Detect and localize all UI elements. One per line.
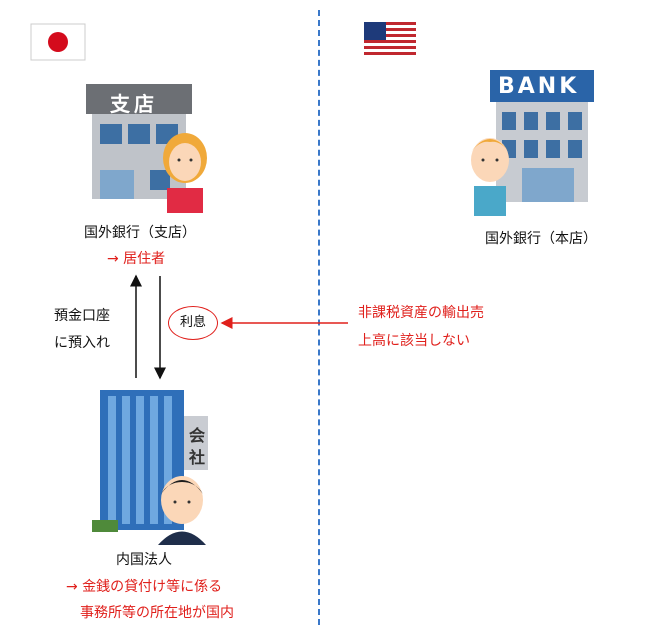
male-banker-icon xyxy=(471,138,509,216)
company-note-line1: → 金銭の貸付け等に係る xyxy=(66,579,223,595)
company-sign-char-1: 会 xyxy=(189,426,206,445)
us-note-line2: 上高に該当しない xyxy=(358,333,470,349)
company-label: 内国法人 xyxy=(116,552,172,568)
deposit-label-line2: に預入れ xyxy=(54,335,110,351)
bank-label: 国外銀行（本店） xyxy=(485,231,597,247)
branch-sign-text: 支店 xyxy=(110,92,158,116)
interest-oval: 利息 xyxy=(168,306,218,340)
interest-label: 利息 xyxy=(179,315,206,330)
country-divider xyxy=(318,10,320,625)
woman-banker-icon xyxy=(163,133,207,213)
bank-building-icon xyxy=(490,70,594,202)
branch-status: → 居住者 xyxy=(107,251,166,267)
company-sign-char-2: 社 xyxy=(189,448,206,467)
usa-flag-icon xyxy=(364,22,416,55)
branch-building-icon xyxy=(86,84,192,199)
deposit-label-line1: 預金口座 xyxy=(54,308,110,324)
japan-flag-icon xyxy=(30,23,86,61)
us-note-line1: 非課税資産の輸出売 xyxy=(358,305,484,321)
bank-sign-text: BANK xyxy=(498,74,580,99)
company-note-line2: 事務所等の所在地が国内 xyxy=(80,605,234,621)
businessman-icon xyxy=(158,476,206,545)
branch-label: 国外銀行（支店） xyxy=(84,225,196,241)
